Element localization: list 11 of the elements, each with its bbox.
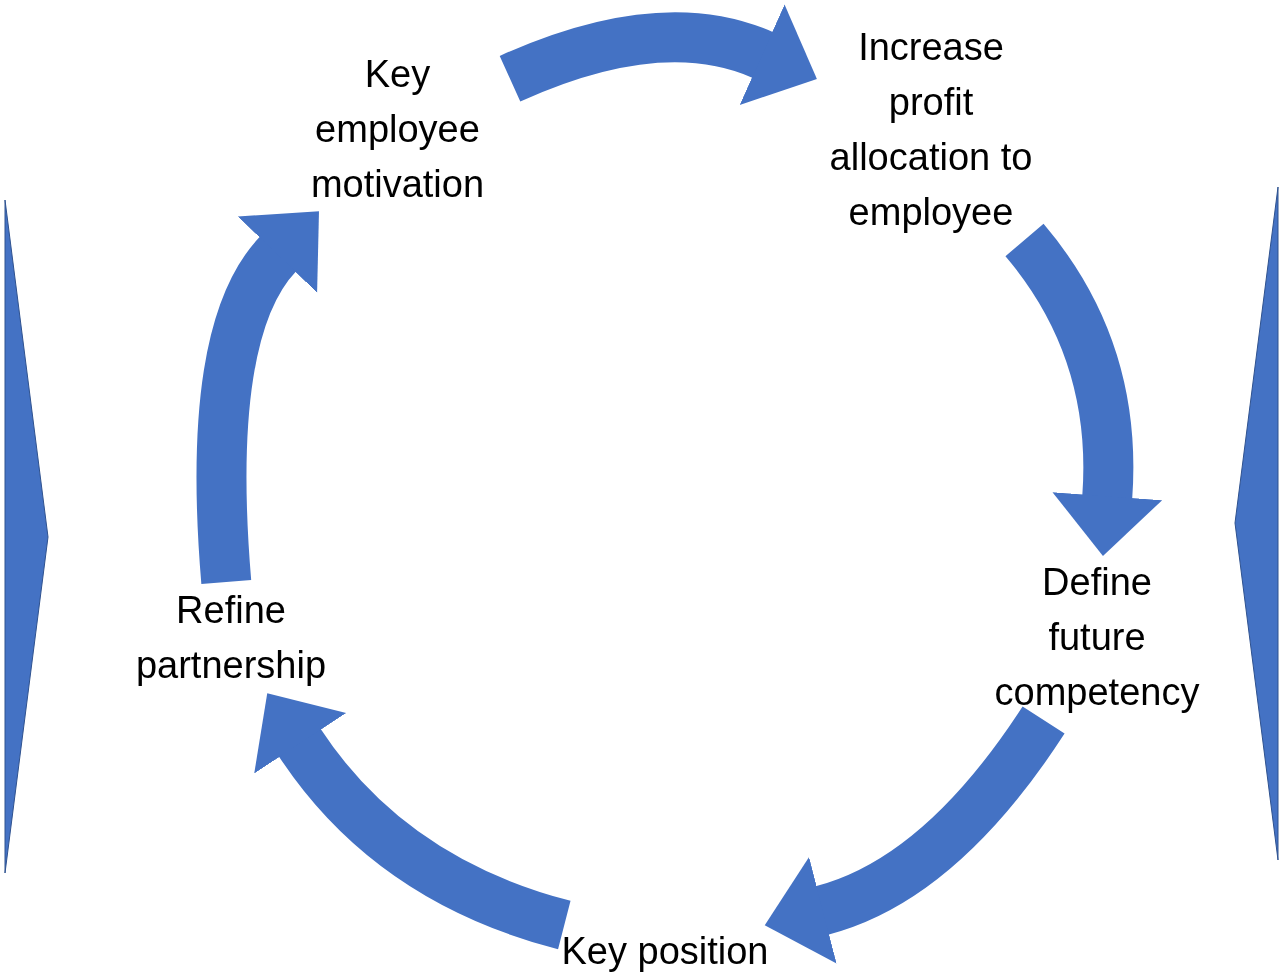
step-label: Key position <box>561 928 769 974</box>
side-triangle <box>4 199 49 874</box>
curved-arrow <box>255 694 572 950</box>
step-label: Refine partnership <box>134 588 328 688</box>
side-triangle <box>1234 186 1279 861</box>
curved-arrow <box>765 706 1065 963</box>
curved-arrow <box>500 3 818 106</box>
step-label: Increase profit allocation to employee <box>828 25 1034 235</box>
step-label: Key employee motivation <box>309 52 486 207</box>
step-label: Define future competency <box>993 560 1201 715</box>
curved-arrow <box>196 208 320 584</box>
